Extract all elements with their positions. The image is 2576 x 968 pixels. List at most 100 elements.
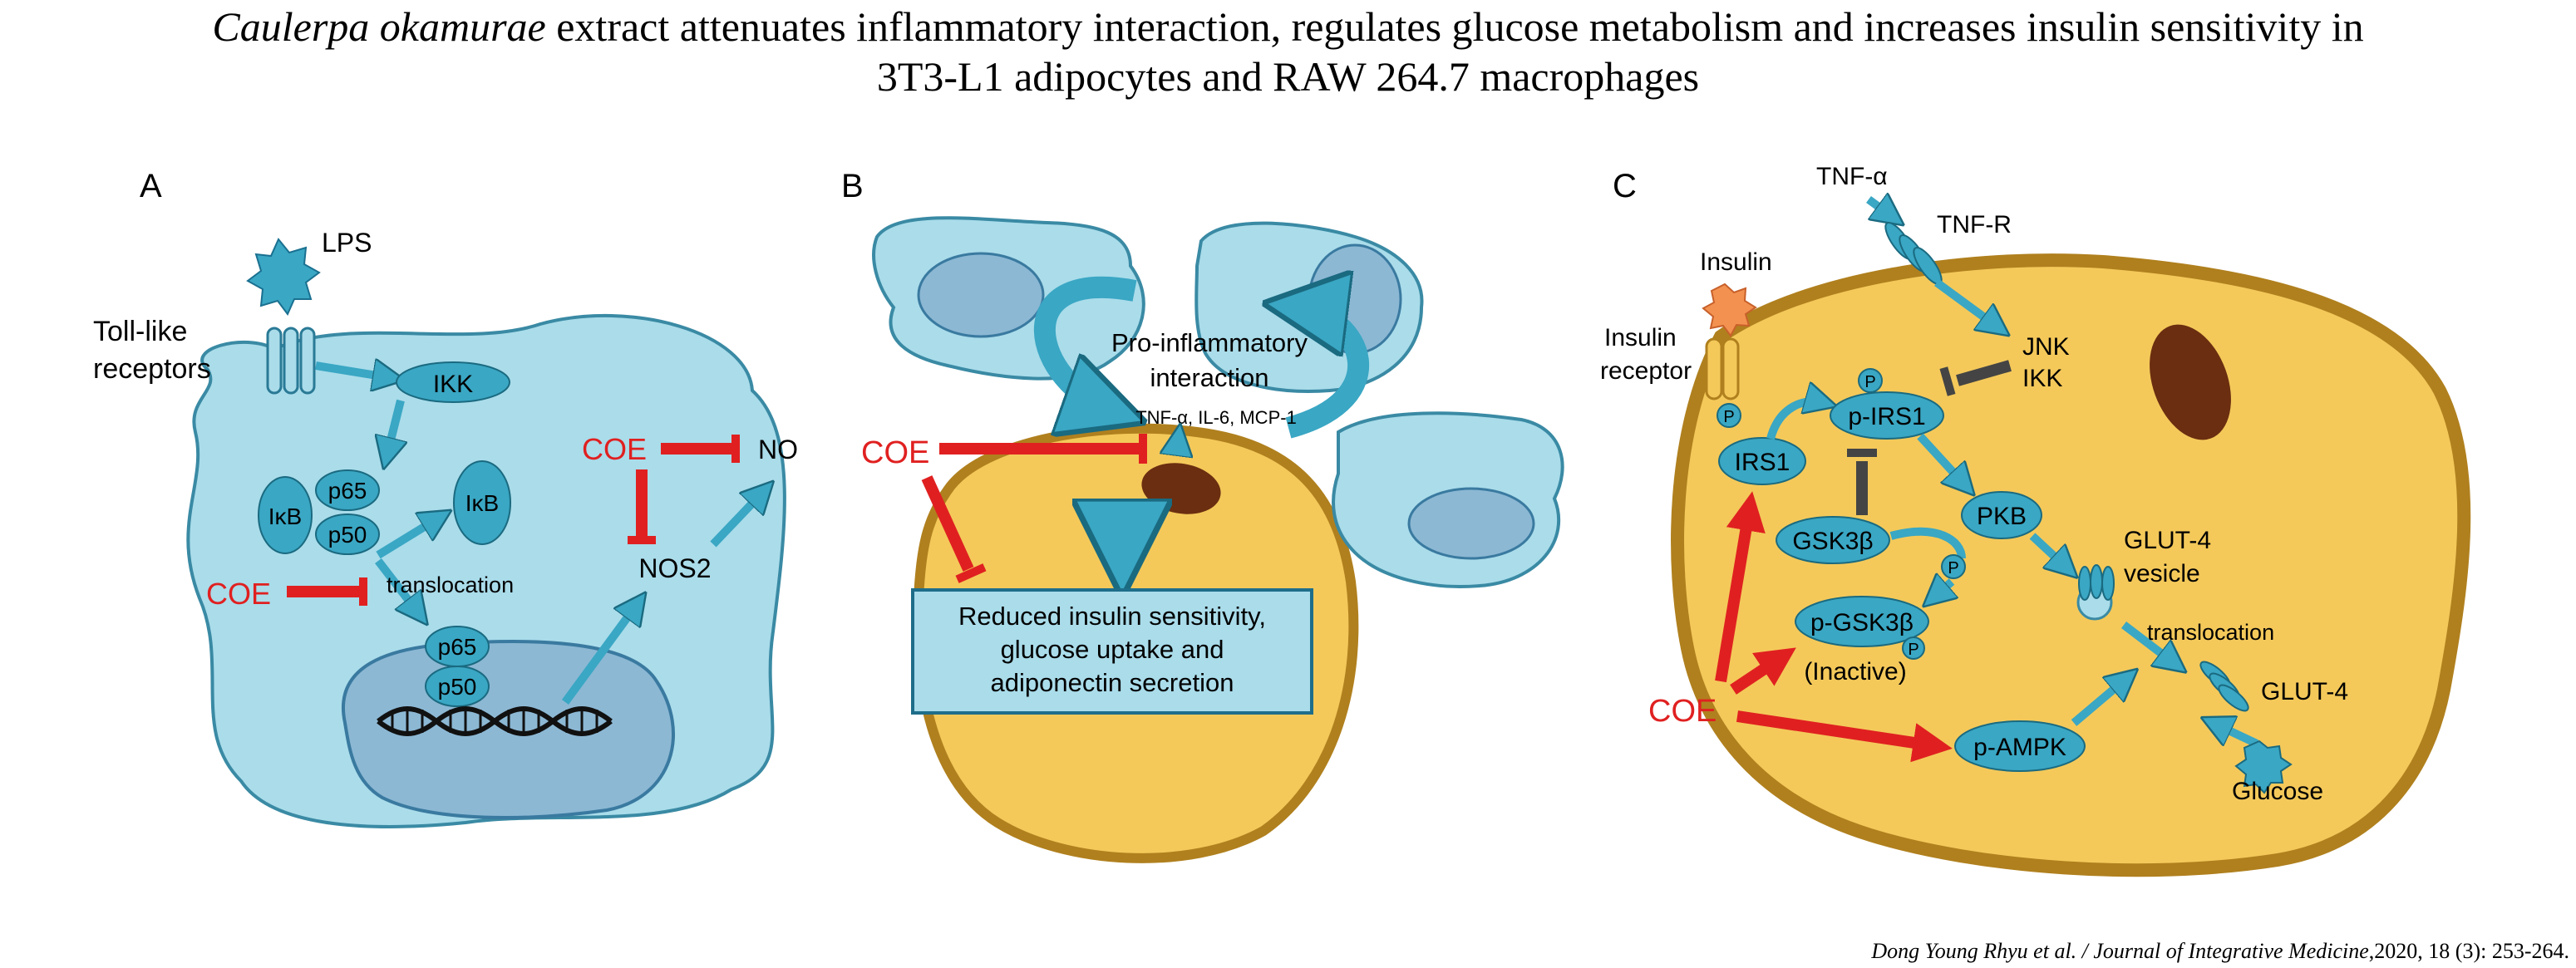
arrow-irs1-to-pirs1	[1766, 401, 1825, 440]
coe-arrow-to-irs1	[1715, 491, 1766, 683]
glut4-label: GLUT-4	[2261, 678, 2348, 705]
tnf-alpha-label: TNF-α	[1816, 163, 1888, 190]
translocation-label: translocation	[387, 572, 514, 597]
p-irs1-node	[1830, 391, 1944, 440]
nuclear-p65-label: p65	[438, 634, 477, 660]
coe-inhibit-outcome	[921, 475, 974, 572]
p-gsk3b-badge-bottom	[1902, 636, 1925, 660]
panel-c-label: C	[1613, 168, 1637, 204]
citation: Dong Young Rhyu et al. / Journal of Inte…	[1871, 939, 2569, 964]
toll-like-receptor-icon	[266, 327, 316, 395]
coe-arrow-to-pgsk3b	[1730, 647, 1796, 695]
coe-label-b: COE	[861, 435, 929, 470]
ikk-c-label: IKK	[2022, 365, 2062, 392]
arrow-vesicle-translocation	[2120, 622, 2176, 665]
cytokines-label: TNF-α, IL-6, MCP-1	[1135, 407, 1297, 428]
gsk3b-node	[1776, 516, 1890, 564]
ikk-label: IKK	[433, 371, 473, 398]
p-ampk-label: p-AMPK	[1973, 734, 2066, 761]
interaction-arrow-left	[1034, 276, 1135, 411]
figure-title: Caulerpa okamurae extract attenuates inf…	[0, 2, 2576, 101]
ikb-complex-node	[258, 476, 313, 554]
glut4-vesicle-label-line2: vesicle	[2124, 560, 2200, 587]
interaction-arrow-right	[1288, 307, 1370, 439]
interaction-label-line1: Pro-inflammatory	[1111, 328, 1308, 357]
inactive-label: (Inactive)	[1804, 658, 1906, 685]
adipocyte-cell-c	[1671, 253, 2471, 877]
arrow-pirs1-to-pkb	[1917, 433, 1966, 486]
coe-arrow-to-pampk	[1736, 710, 1953, 763]
ikb-complex-label: IκB	[268, 504, 302, 529]
outcome-line3: adiponectin secretion	[991, 668, 1234, 697]
p65-label: p65	[328, 478, 367, 504]
tlr-label-line1: Toll-like	[93, 316, 187, 347]
gsk3b-inhibit-bar	[1847, 449, 1877, 457]
citation-authors: Dong Young Rhyu et al. / Journal of Inte…	[1871, 939, 2369, 963]
p-irs1-badge-label: P	[1864, 373, 1875, 391]
insulin-receptor-icon	[1705, 337, 1740, 400]
p-gsk3b-badge-top-label: P	[1948, 559, 1958, 577]
p65-node	[315, 469, 380, 511]
panel-b-label: B	[841, 168, 864, 204]
p-gsk3b-label: p-GSK3β	[1810, 609, 1914, 636]
arrow-tnfr-to-jnk	[1934, 278, 1999, 328]
title-species: Caulerpa okamurae	[212, 3, 546, 50]
dna-helix-icon	[377, 706, 613, 736]
p50-label: p50	[328, 522, 367, 548]
tlr-label-line2: receptors	[93, 353, 211, 385]
pkb-node	[1961, 491, 2042, 539]
outcome-box	[911, 588, 1313, 715]
irs1-label: IRS1	[1735, 449, 1790, 476]
lipid-droplet-c	[2150, 324, 2231, 440]
nuclear-p50-node	[425, 666, 490, 707]
arrow-nos2-to-no	[710, 490, 765, 548]
ikk-node	[396, 361, 510, 403]
coe-inhibit-bar-outcome	[955, 563, 987, 583]
arrow-cytokine-release	[1176, 436, 1179, 455]
outcome-line2: glucose uptake and	[1001, 635, 1224, 664]
nuclear-p50-label: p50	[438, 674, 477, 700]
glut4-vesicle-label-line1: GLUT-4	[2124, 527, 2211, 554]
jnk-inhibit-bar	[1939, 366, 1956, 396]
citation-rest: ,2020, 18 (3): 253-264.	[2368, 939, 2569, 963]
insulin-molecule-icon	[1702, 283, 1757, 337]
arrow-ampk-to-glut4	[2071, 677, 2128, 726]
arrow-pkb-to-vesicle	[2029, 533, 2068, 569]
arrow-tnf-to-receptor	[1866, 199, 1894, 218]
coe-inhibit-bar-b	[1139, 434, 1147, 464]
glut4-transporter-icon	[2199, 661, 2249, 712]
arrow-tlr-to-ikk	[315, 366, 392, 378]
lps-molecule-icon	[246, 238, 321, 316]
p-receptor-label: P	[1723, 408, 1734, 426]
p-ampk-node	[1954, 720, 2086, 772]
translocation-c-label: translocation	[2147, 620, 2274, 645]
arrow-to-free-ikb	[376, 517, 441, 559]
glucose-label: Glucose	[2232, 778, 2323, 805]
glucose-molecule-icon	[2234, 740, 2293, 794]
title-line2: 3T3-L1 adipocytes and RAW 264.7 macropha…	[876, 53, 1700, 100]
arrow-glucose-entry	[2213, 723, 2259, 748]
p-receptor-badge	[1717, 403, 1741, 428]
p-irs1-badge	[1858, 368, 1883, 393]
p-gsk3b-badge-bottom-label: P	[1908, 641, 1918, 659]
title-line1: extract attenuates inflammatory interact…	[545, 3, 2364, 50]
p50-node	[315, 513, 380, 555]
macrophage-b-bottom-nucleus	[1407, 487, 1535, 560]
pkb-label: PKB	[1977, 503, 2027, 530]
coe-inhibit-bar-left	[359, 577, 367, 606]
arrow-translocation	[375, 558, 420, 615]
nos2-label: NOS2	[638, 553, 711, 583]
insulin-receptor-label-line1: Insulin	[1604, 324, 1677, 351]
ikb-free-node	[453, 460, 511, 545]
insulin-receptor-label-line2: receptor	[1600, 357, 1692, 385]
arrow-dna-to-nos2	[561, 602, 638, 705]
coe-label-c: COE	[1648, 694, 1717, 729]
panel-c: C TNF-α TNF-R JNK IKK Insulin Insulin re…	[1600, 163, 2471, 877]
panel-a-label: A	[140, 168, 162, 204]
arrow-ikk-to-complex	[387, 399, 401, 457]
gsk3b-phospho-curve	[1889, 527, 1966, 559]
coe-inhibit-bar-no	[731, 435, 740, 463]
tnf-r-label: TNF-R	[1937, 211, 2012, 238]
irs1-node	[1718, 437, 1806, 485]
